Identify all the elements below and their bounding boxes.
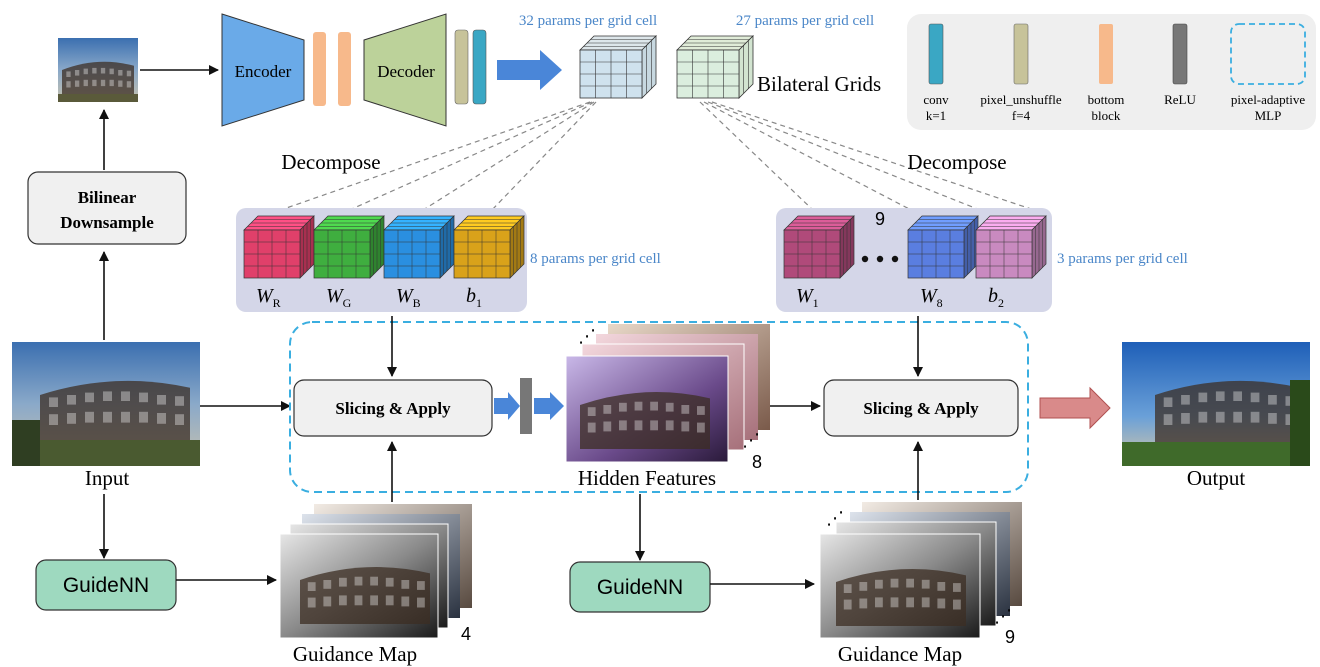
guidenn-box-mid: GuideNN xyxy=(569,561,711,613)
legend-mlp-swatch xyxy=(1230,23,1306,85)
legend-mlp-label: pixel-adaptive xyxy=(1231,92,1306,107)
legend-mlp-sub: MLP xyxy=(1255,108,1282,123)
guidenn-mid-label: GuideNN xyxy=(597,576,683,599)
grid-cube-left-3 xyxy=(453,215,525,279)
blue-arrow-mid-1 xyxy=(494,392,520,420)
ellipsis-dots xyxy=(861,255,899,263)
guidenn-left-label: GuideNN xyxy=(63,574,149,597)
bilinear-line1: Bilinear xyxy=(78,188,137,207)
decompose-lines xyxy=(274,101,1041,213)
bottom-block-1 xyxy=(313,32,326,106)
legend-conv-sub: k=1 xyxy=(926,108,946,123)
grid-cube-left-2 xyxy=(383,215,455,279)
grid-cube-left-0 xyxy=(243,215,315,279)
guidance-dots-top: ⋰ xyxy=(826,508,844,528)
right-params-label: 3 params per grid cell xyxy=(1057,251,1188,267)
decompose-right-title: Decompose xyxy=(907,150,1006,174)
bottom-block-2 xyxy=(338,32,351,106)
decoder-label: Decoder xyxy=(377,62,435,81)
guidance-count-left: 4 xyxy=(461,624,471,644)
slicing-apply-1-label: Slicing & Apply xyxy=(335,399,451,418)
guidenn-box-left: GuideNN xyxy=(35,559,177,611)
relu-block xyxy=(520,378,532,434)
blue-arrow-top xyxy=(497,50,562,90)
guidance-dots-bottom: ⋰ xyxy=(994,606,1012,626)
grid2-params-label: 27 params per grid cell xyxy=(736,13,874,29)
guidance-map-stack-right xyxy=(819,502,1022,639)
bilateral-grids-label: Bilateral Grids xyxy=(757,72,881,96)
input-label: Input xyxy=(85,466,129,490)
legend-bottom-block-swatch xyxy=(1099,24,1113,84)
input-image xyxy=(12,342,200,466)
legend-bottom-sub: block xyxy=(1092,108,1121,123)
slicing-apply-2-label: Slicing & Apply xyxy=(863,399,979,418)
bilinear-downsample-box: Bilinear Downsample xyxy=(27,171,187,245)
legend-conv-label: conv xyxy=(923,92,949,107)
encoder-label: Encoder xyxy=(235,62,292,81)
legend-pixel-unshuffle-sub: f=4 xyxy=(1012,108,1031,123)
guidance-count-right: 9 xyxy=(1005,627,1015,647)
bilinear-line2: Downsample xyxy=(60,213,154,232)
pixel-adaptive-mlp-box xyxy=(289,321,1029,493)
output-arrow xyxy=(1039,386,1111,430)
blue-arrow-mid-2 xyxy=(534,392,564,420)
conv-block xyxy=(472,29,487,105)
hidden-features-label: Hidden Features xyxy=(578,466,716,490)
hidden-dots-bottom: ⋰ xyxy=(742,430,760,450)
downsampled-image xyxy=(58,38,138,102)
legend-panel: conv k=1 pixel_unshuffle f=4 bottom bloc… xyxy=(907,14,1316,130)
legend-bottom-label: bottom xyxy=(1088,92,1125,107)
hidden-features-stack xyxy=(565,324,770,463)
hidden-count: 8 xyxy=(752,452,762,472)
decompose-left-title: Decompose xyxy=(281,150,380,174)
bilateral-grid-cube-2 xyxy=(676,35,754,99)
legend-conv-swatch xyxy=(928,23,944,85)
hidden-dots-top: ⋰ xyxy=(578,326,596,346)
legend-relu-label: ReLU xyxy=(1164,92,1196,107)
guidance-map-right-label: Guidance Map xyxy=(838,642,962,666)
decoder-block: Decoder xyxy=(363,13,447,127)
pixel-unshuffle-block xyxy=(454,29,469,105)
slicing-apply-box-2: Slicing & Apply xyxy=(823,379,1019,437)
slicing-apply-box-1: Slicing & Apply xyxy=(293,379,493,437)
output-image xyxy=(1122,342,1310,466)
grid-cube-right-1 xyxy=(907,215,979,279)
right-cube-count: 9 xyxy=(875,209,885,229)
encoder-block: Encoder xyxy=(221,13,305,127)
bilateral-grid-cube-1 xyxy=(579,35,657,99)
grid1-params-label: 32 params per grid cell xyxy=(519,13,657,29)
legend-pixel-unshuffle-swatch xyxy=(1013,23,1029,85)
guidance-map-stack-left xyxy=(279,504,472,639)
grid-cube-left-1 xyxy=(313,215,385,279)
grid-cube-right-0 xyxy=(783,215,855,279)
guidance-map-left-label: Guidance Map xyxy=(293,642,417,666)
legend-pixel-unshuffle-label: pixel_unshuffle xyxy=(980,92,1062,107)
legend-relu-swatch xyxy=(1172,23,1188,85)
output-label: Output xyxy=(1187,466,1246,490)
grid-cube-right-2 xyxy=(975,215,1047,279)
left-params-label: 8 params per grid cell xyxy=(530,251,661,267)
